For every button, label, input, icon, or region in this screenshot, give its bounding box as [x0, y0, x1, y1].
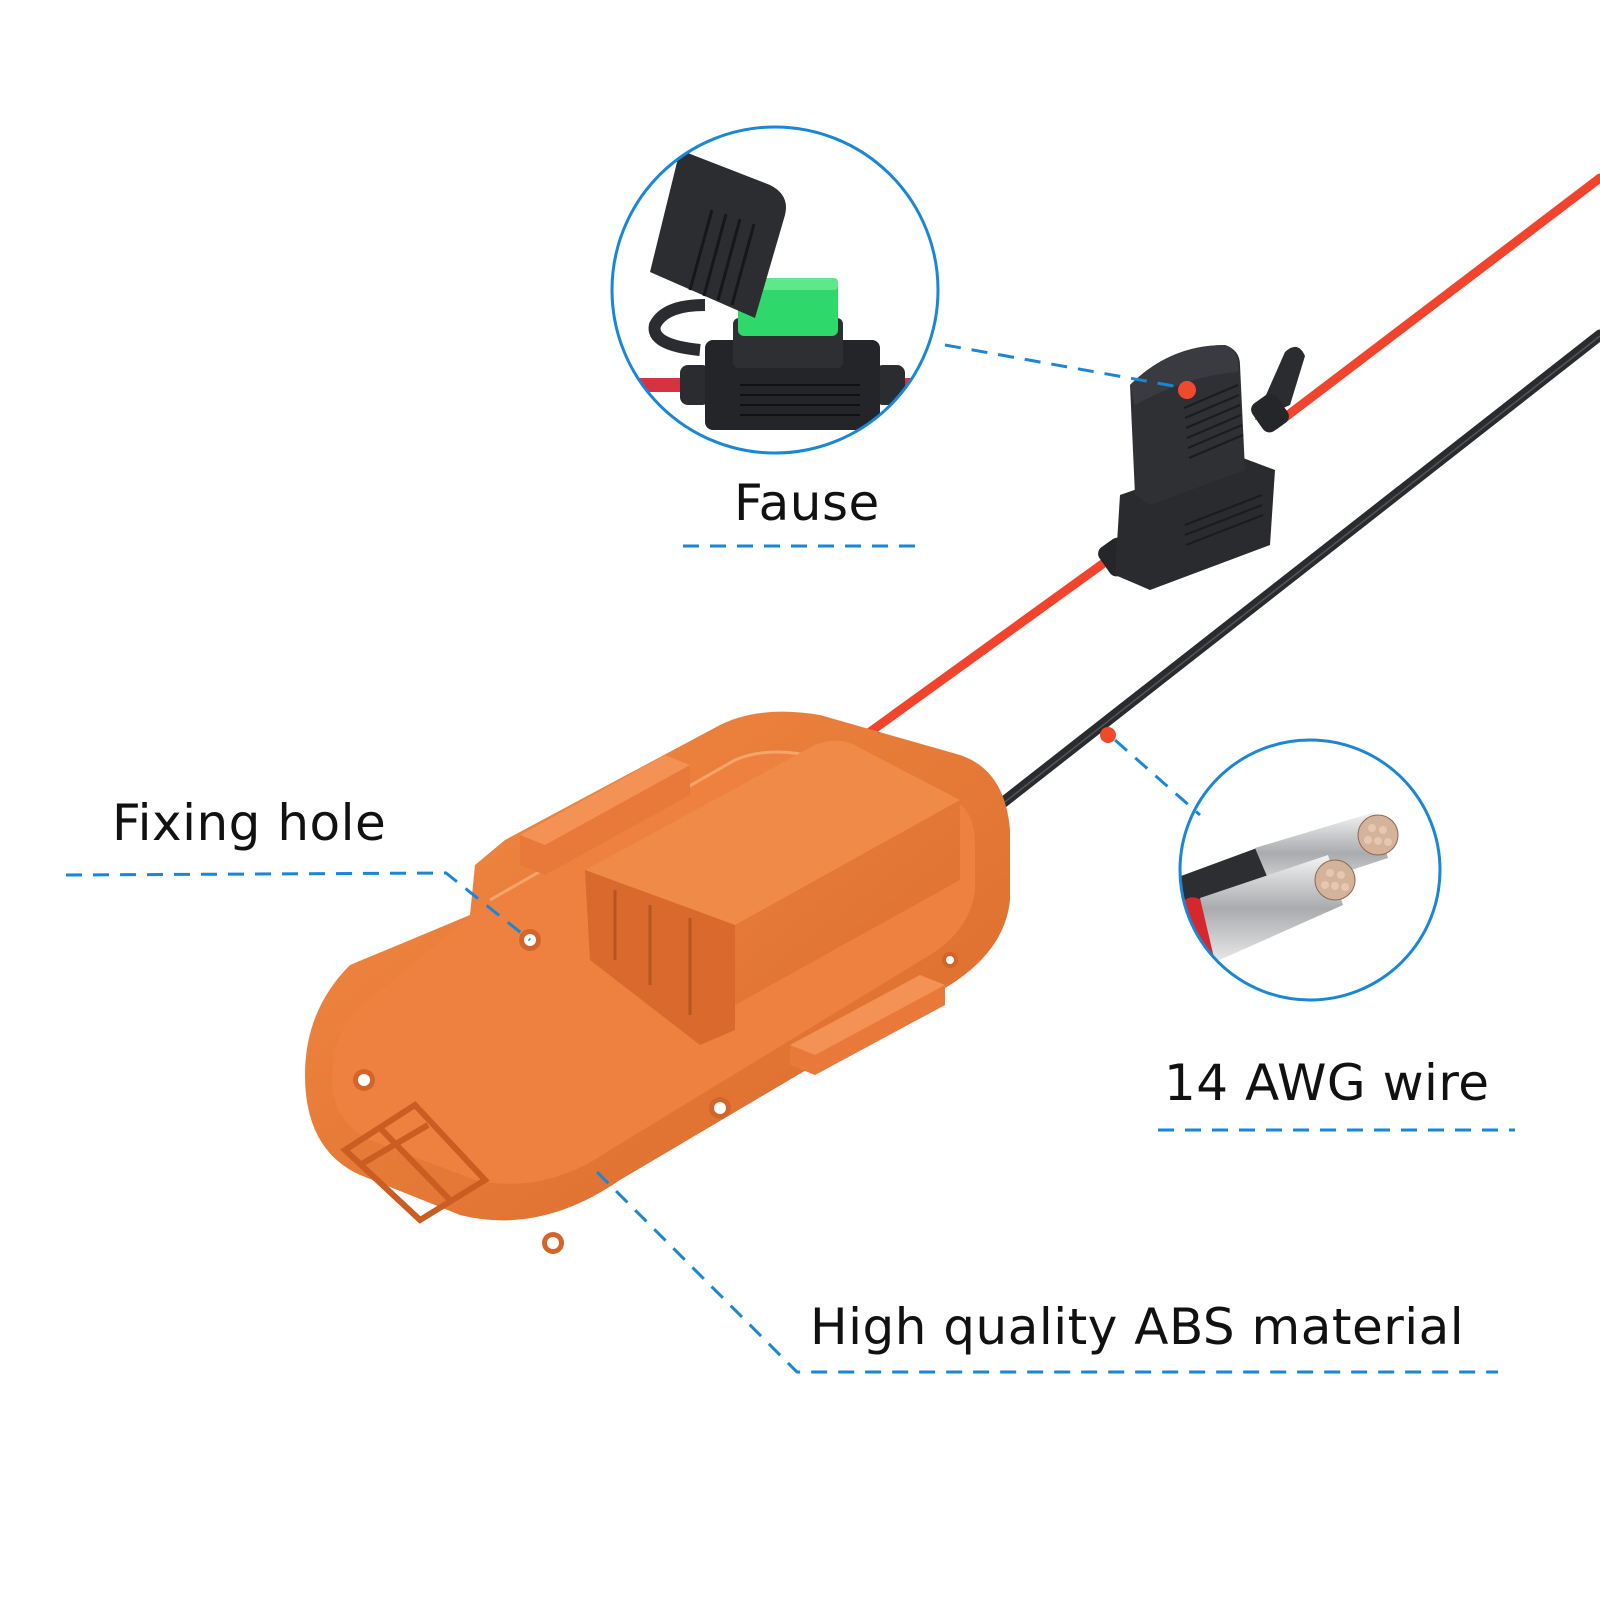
- callout-markers: [1100, 381, 1196, 743]
- black-wire: [949, 329, 1600, 846]
- inline-fuse-holder: [1098, 345, 1305, 590]
- battery-adapter: [305, 711, 1010, 1254]
- wire-detail-circle: [1178, 738, 1442, 1002]
- fuse-marker-dot: [1178, 381, 1196, 399]
- fuse-detail-circle: [610, 125, 940, 455]
- wire-marker-dot: [1100, 727, 1116, 743]
- material-label: High quality ABS material: [810, 1298, 1465, 1356]
- wire-label: 14 AWG wire: [1164, 1054, 1490, 1112]
- fixing-holes: [353, 929, 958, 1254]
- fuse-label: Fause: [734, 474, 880, 532]
- fixing-hole-label: Fixing hole: [112, 794, 387, 852]
- leader-lines: [65, 343, 1515, 1374]
- red-wire: [840, 173, 1600, 755]
